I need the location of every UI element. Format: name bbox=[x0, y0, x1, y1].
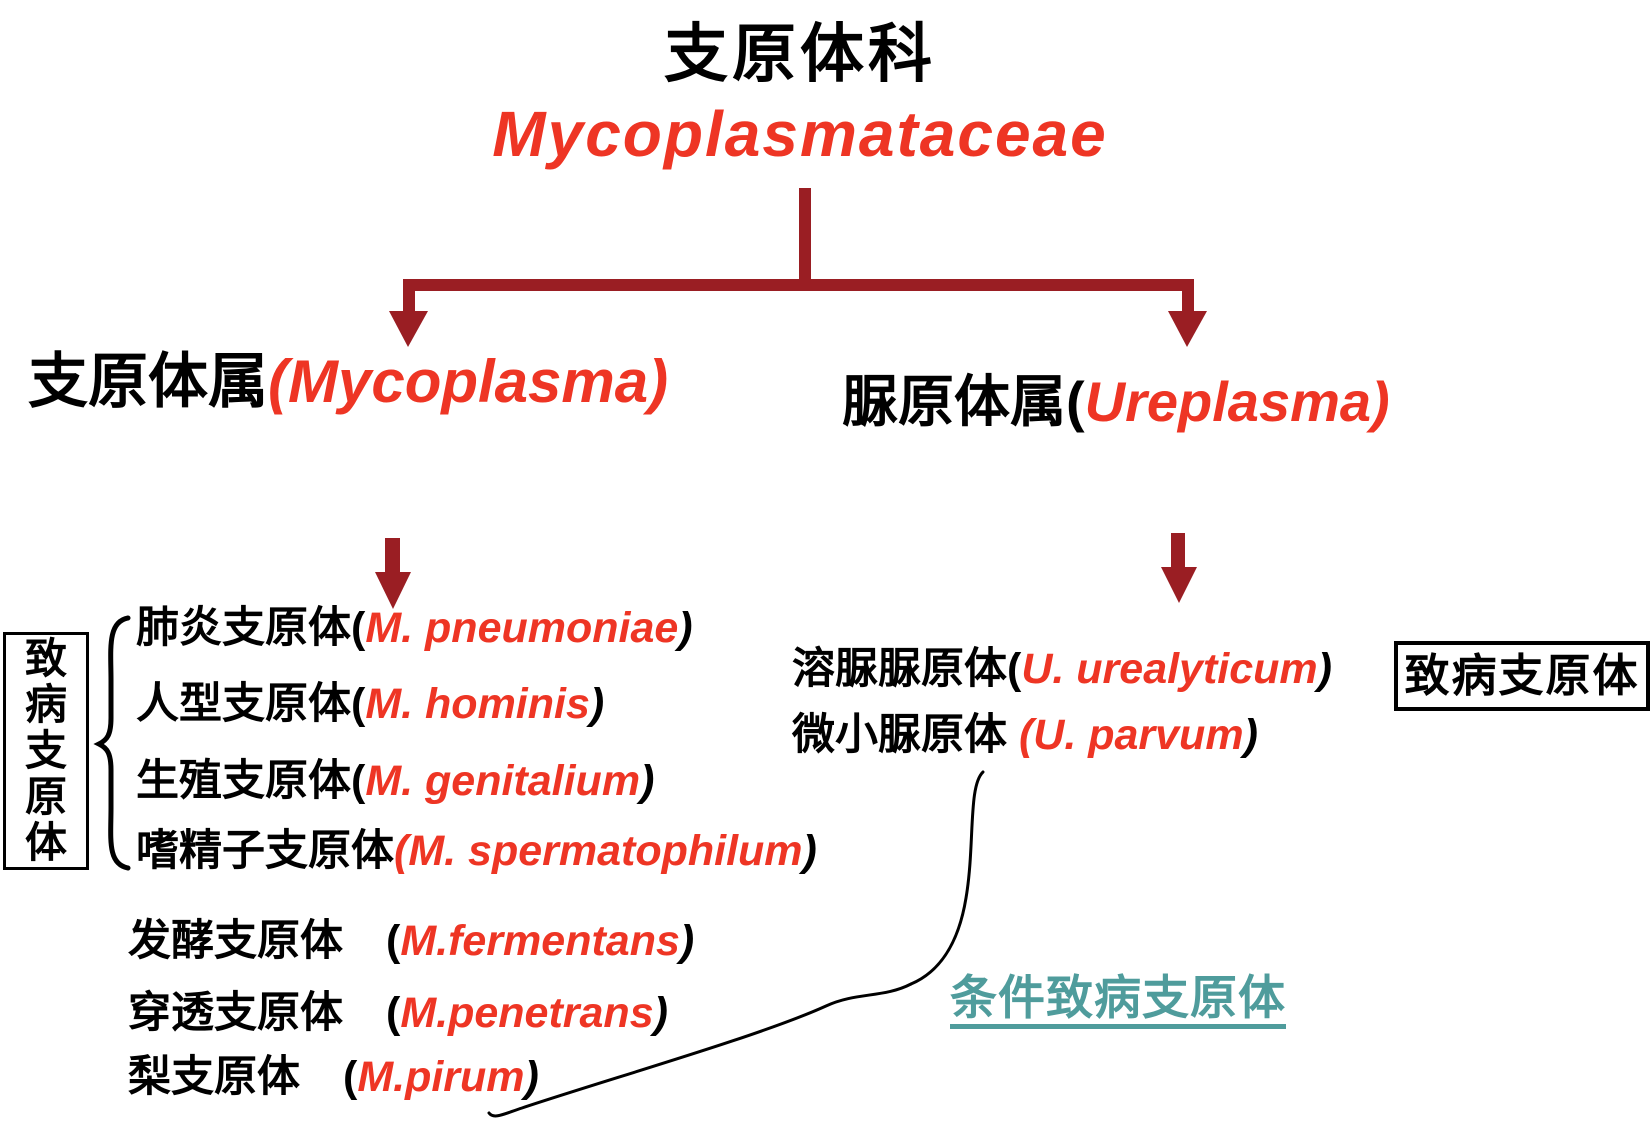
taxon-zh: 人型支原体( bbox=[136, 680, 366, 728]
pathogenic-side-label: 致病支原体 bbox=[24, 634, 67, 867]
tree-stem bbox=[799, 188, 811, 285]
taxon-zh: 梨支原体 ( bbox=[128, 1053, 358, 1101]
taxon-latin: (M. spermatophilum bbox=[394, 827, 803, 875]
tree-connector bbox=[389, 188, 1207, 347]
taxon-zh: 嗜精子支原体 bbox=[136, 827, 394, 875]
taxon-zh: 溶脲脲原体( bbox=[792, 645, 1022, 693]
taxon-zh: 发酵支原体 ( bbox=[128, 917, 401, 965]
taxon-row-urealyticum: 溶脲脲原体(U. urealyticum) bbox=[792, 648, 1332, 691]
taxon-close: ) bbox=[678, 604, 693, 652]
taxon-row-hominis: 人型支原体(M. hominis) bbox=[136, 683, 604, 726]
curly-brace-left bbox=[93, 615, 131, 871]
taxon-latin: (U. parvum bbox=[1018, 711, 1244, 759]
tree-right-drop bbox=[1182, 279, 1194, 314]
branch-left-zh: 支原体属 bbox=[28, 348, 268, 415]
taxon-latin: M.fermentans bbox=[400, 917, 680, 965]
taxon-zh: 生殖支原体( bbox=[136, 757, 366, 805]
taxon-latin: U. urealyticum bbox=[1021, 645, 1318, 693]
conditional-pathogen-label: 条件致病支原体 bbox=[950, 974, 1286, 1029]
taxon-row-pirum: 梨支原体 (M.pirum) bbox=[128, 1056, 539, 1099]
page-title-latin: Mycoplasmataceae bbox=[492, 98, 1108, 170]
tree-left-drop bbox=[403, 279, 415, 314]
branch-label-mycoplasma: 支原体属(Mycoplasma) bbox=[28, 352, 668, 412]
page-title: 支原体科 bbox=[664, 18, 936, 90]
branch-label-ureplasma: 脲原体属(Ureplasma) bbox=[842, 374, 1390, 430]
taxon-row-genitalium: 生殖支原体(M. genitalium) bbox=[136, 760, 654, 803]
taxon-zh: 肺炎支原体( bbox=[136, 604, 366, 652]
taxon-close: ) bbox=[653, 989, 668, 1037]
taxon-row-fermentans: 发酵支原体 (M.fermentans) bbox=[128, 920, 694, 963]
pathogenic-box: 致病支原体 bbox=[1394, 641, 1650, 711]
pathogenic-side-box: 致病支原体 bbox=[3, 632, 89, 870]
taxon-close: ) bbox=[640, 757, 655, 805]
taxon-latin: M.pirum bbox=[357, 1053, 525, 1101]
tree-crossbar bbox=[403, 279, 1194, 291]
taxon-latin: M. genitalium bbox=[365, 757, 641, 805]
branch-right-zh: 脲原体属( bbox=[842, 370, 1085, 433]
arrow-down-icon bbox=[375, 538, 411, 609]
taxon-close: ) bbox=[1317, 645, 1332, 693]
taxon-close: ) bbox=[524, 1053, 539, 1101]
taxon-row-parvum: 微小脲原体 (U. parvum) bbox=[792, 714, 1258, 757]
arrow-down-icon bbox=[1168, 311, 1207, 347]
taxon-row-pneumoniae: 肺炎支原体(M. pneumoniae) bbox=[136, 607, 693, 650]
taxon-zh: 穿透支原体 ( bbox=[128, 989, 401, 1037]
branch-right-latin: Ureplasma) bbox=[1084, 370, 1390, 433]
taxon-close: ) bbox=[802, 827, 817, 875]
taxon-latin: M.penetrans bbox=[400, 989, 654, 1037]
branch-left-latin: (Mycoplasma) bbox=[268, 348, 669, 415]
taxon-row-spermatophilum: 嗜精子支原体(M. spermatophilum) bbox=[136, 830, 817, 873]
taxon-latin: M. pneumoniae bbox=[365, 604, 679, 652]
arrow-down-icon bbox=[1161, 533, 1197, 603]
taxon-close: ) bbox=[679, 917, 695, 965]
arrow-down-icon bbox=[389, 311, 428, 347]
taxon-close: ) bbox=[1243, 711, 1258, 759]
taxon-zh: 微小脲原体 bbox=[792, 711, 1019, 759]
taxon-close: ) bbox=[589, 680, 605, 728]
taxon-latin: M. hominis bbox=[365, 680, 590, 728]
taxon-row-penetrans: 穿透支原体 (M.penetrans) bbox=[128, 992, 668, 1035]
